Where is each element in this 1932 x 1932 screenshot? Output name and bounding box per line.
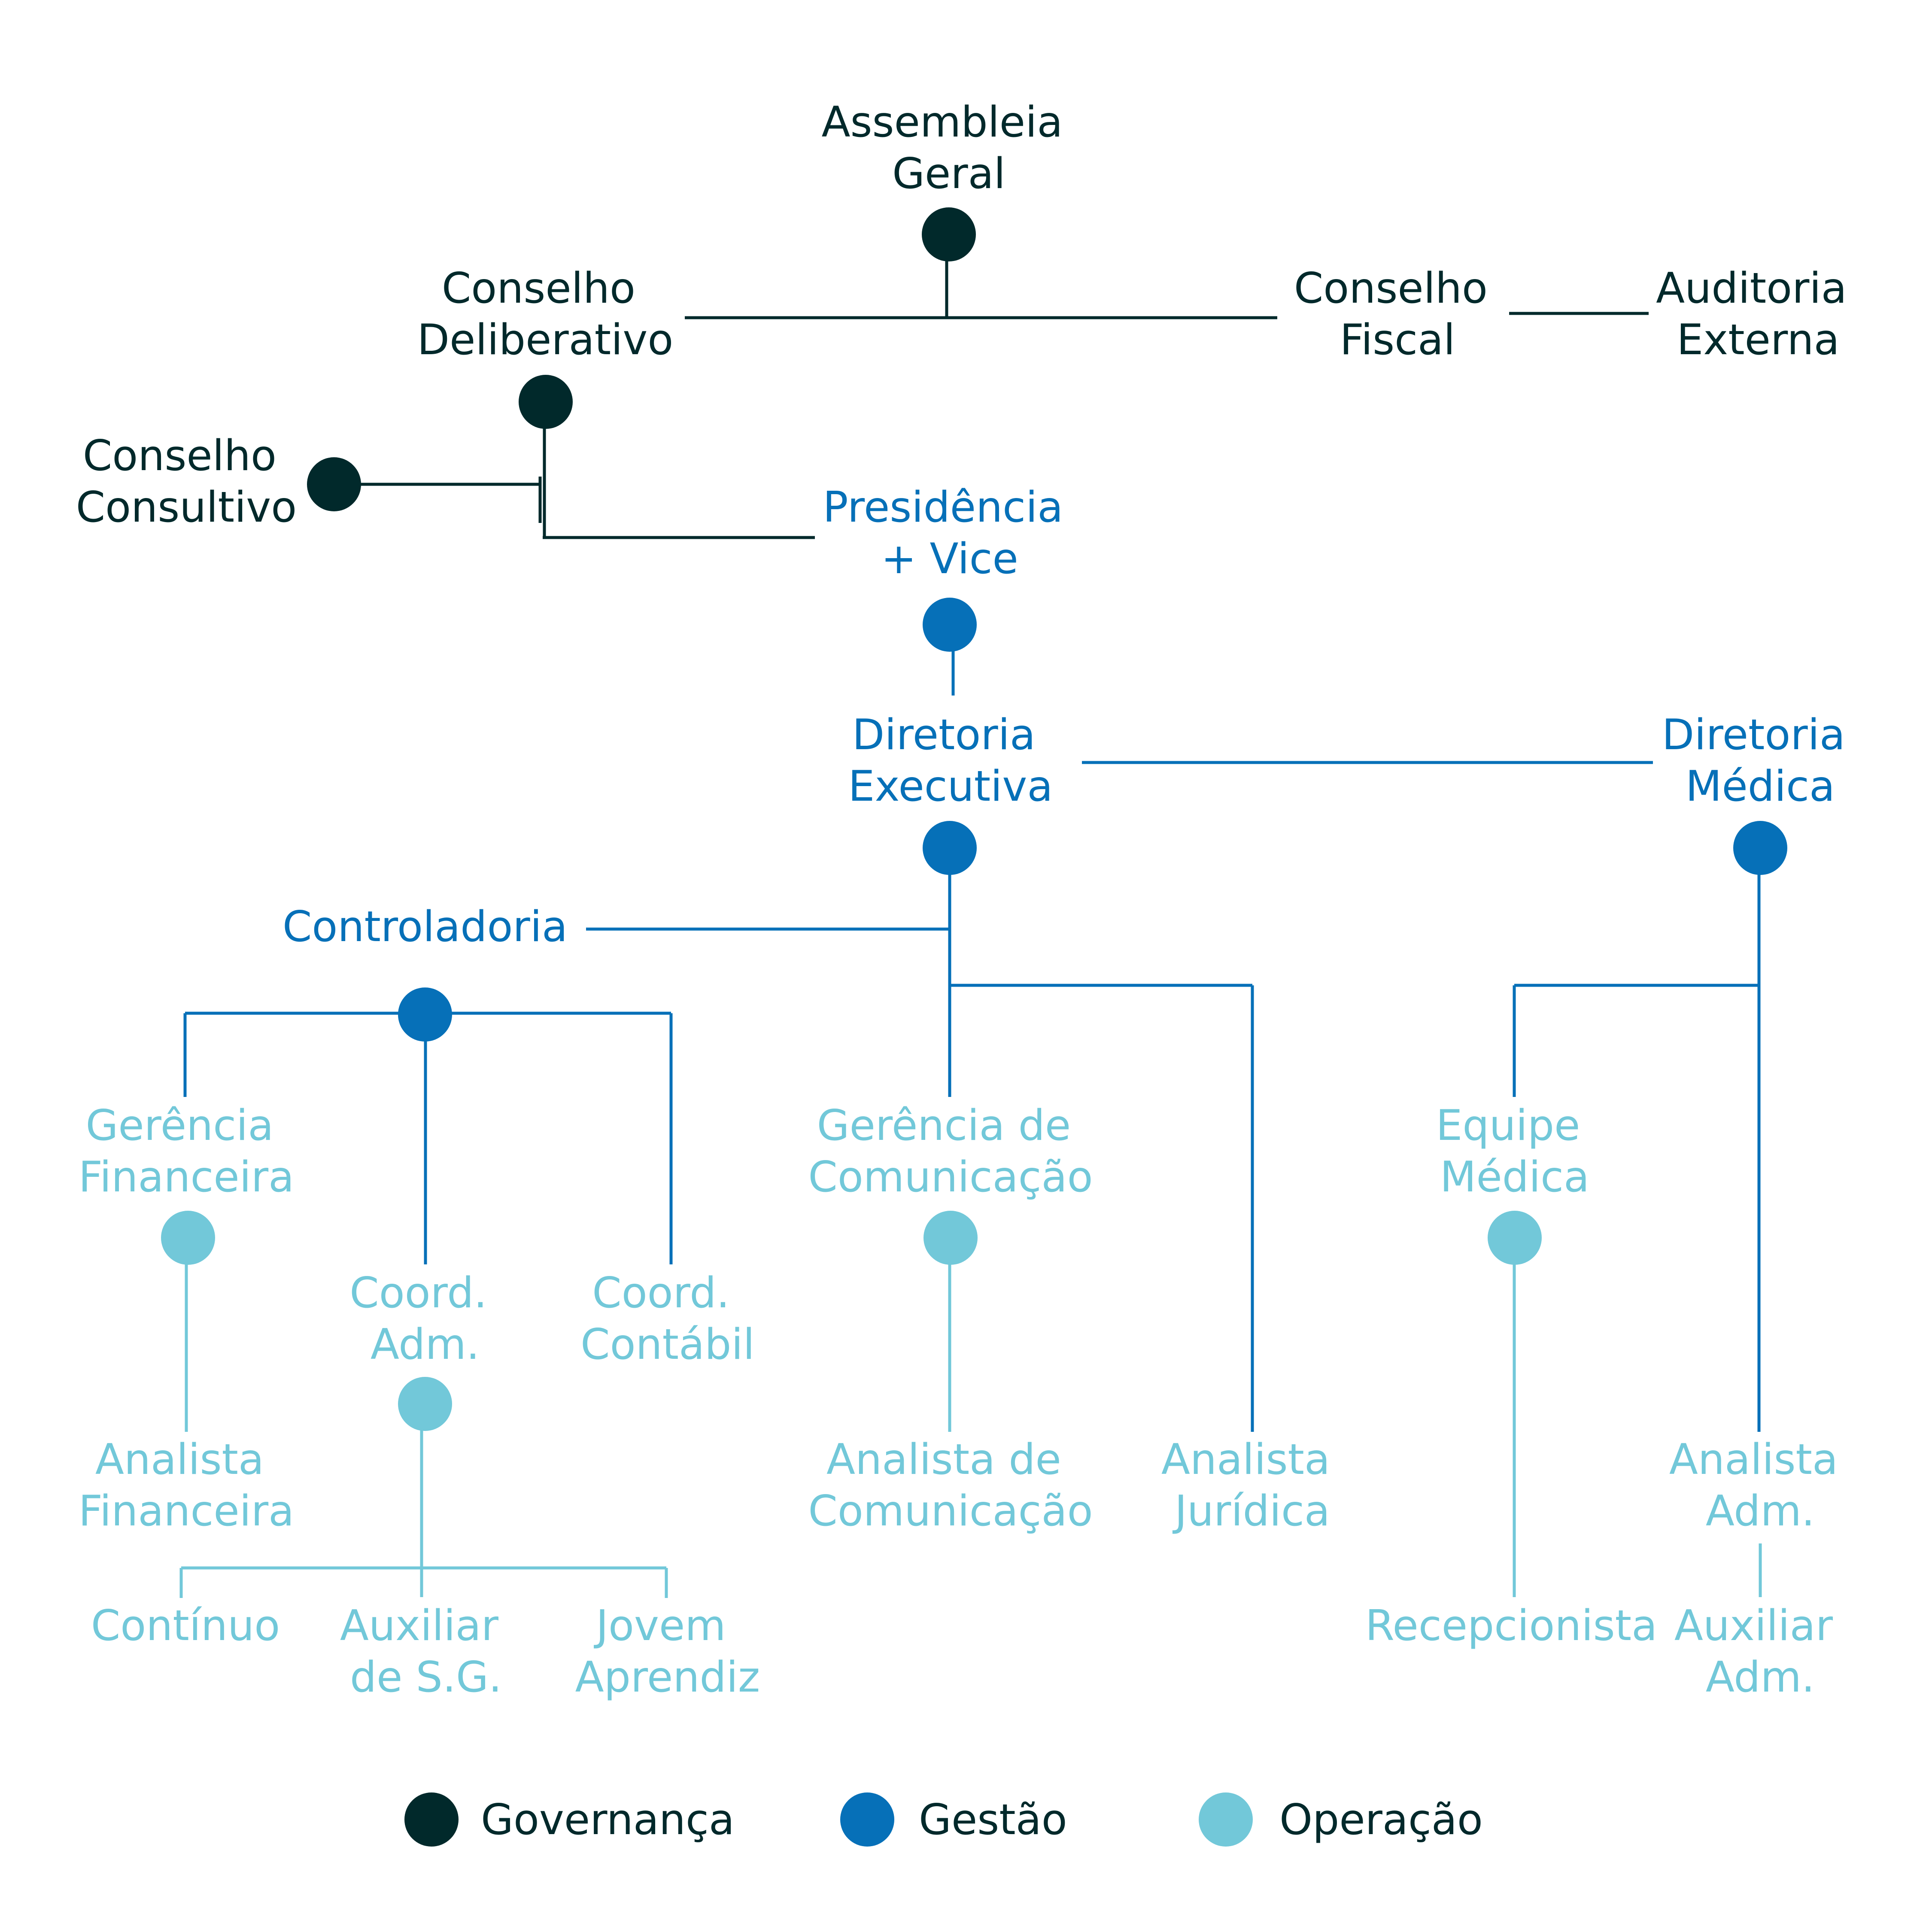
label-analista-financeira: Analista Financeira [79,1435,295,1536]
label-line: Consultivo [76,483,297,532]
node-dots [161,207,1787,1431]
label-line: Equipe [1436,1101,1580,1150]
label-analista-comunicacao: Analista de Comunicação [808,1435,1093,1536]
label-line: Médica [1686,762,1835,811]
label-line: + Vice [881,535,1018,583]
label-coord-contabil: Coord. Contábil [580,1269,755,1369]
node-dot-gerencia-comunicacao [923,1211,978,1265]
label-line: Coord. [592,1269,729,1318]
label-gerencia-comunicacao: Gerência de Comunicação [808,1101,1093,1202]
label-diretoria-medica: Diretoria Médica [1662,711,1859,811]
label-line: Analista [95,1435,264,1484]
node-dot-conselho-deliberativo [519,375,573,429]
label-line: Fiscal [1340,316,1455,365]
label-auxiliar-sg: Auxiliar de S.G. [340,1601,512,1702]
node-dot-diretoria-executiva [923,821,977,875]
label-line: Comunicação [808,1487,1093,1536]
node-dot-controladoria [398,987,452,1042]
label-conselho-fiscal: Conselho Fiscal [1294,264,1501,365]
label-line: Comunicação [808,1153,1093,1202]
label-line: Recepcionista [1365,1601,1657,1650]
label-line: Médica [1440,1153,1589,1202]
node-dot-assembleia [922,207,976,261]
label-line: Geral [892,149,1005,198]
label-line: Conselho [442,264,635,313]
node-dot-presidencia [923,598,977,652]
legend-dot-gestao [840,1792,894,1847]
legend-label-operacao: Operação [1279,1795,1483,1844]
label-auditoria-externa: Auditoria Externa [1656,264,1860,365]
label-line: Adm. [1706,1487,1815,1536]
label-line: Jurídica [1172,1487,1330,1536]
label-line: Adm. [371,1320,480,1369]
label-line: Gerência [85,1101,273,1150]
label-equipe-medica: Equipe Médica [1436,1101,1593,1202]
label-line: Conselho [83,431,276,480]
label-line: Executiva [848,762,1053,811]
operation-connectors [179,1254,1762,1598]
node-dot-coord-adm [398,1377,452,1431]
label-analista-adm: Analista Adm. [1669,1435,1851,1536]
legend-dot-governanca [404,1792,459,1847]
label-line: Externa [1677,316,1839,365]
label-line: Contínuo [91,1601,280,1650]
legend-dot-operacao [1199,1792,1253,1847]
node-dot-diretoria-medica [1733,821,1787,875]
label-line: Financeira [79,1487,295,1536]
label-recepcionista: Recepcionista [1365,1601,1657,1650]
label-line: Gerência de [817,1101,1071,1150]
label-presidencia-vice: Presidência + Vice [823,483,1076,583]
label-auxiliar-adm: Auxiliar Adm. [1674,1601,1846,1702]
label-line: Analista [1669,1435,1838,1484]
label-controladoria: Controladoria [283,902,568,951]
label-line: Contábil [580,1320,755,1369]
label-line: Diretoria [852,711,1036,759]
label-diretoria-executiva: Diretoria Executiva [848,711,1053,811]
label-assembleia-geral: Assembleia Geral [821,98,1076,198]
label-line: Assembleia [821,98,1063,147]
label-line: Controladoria [283,902,568,951]
label-conselho-deliberativo: Conselho Deliberativo [417,264,674,365]
label-line: Analista de [826,1435,1061,1484]
label-line: Adm. [1706,1653,1815,1702]
label-analista-juridica: Analista Jurídica [1161,1435,1343,1536]
node-dot-gerencia-financeira [161,1211,215,1265]
label-line: Auxiliar [340,1601,499,1650]
label-line: Financeira [79,1153,295,1202]
label-jovem-aprendiz: Jovem Aprendiz [575,1601,760,1702]
node-dot-equipe-medica [1488,1211,1542,1265]
label-continuo: Contínuo [91,1601,280,1650]
legend: Governança Gestão Operação [404,1792,1483,1847]
label-line: Jovem [593,1601,726,1650]
label-line: de S.G. [350,1653,502,1702]
label-conselho-consultivo: Conselho Consultivo [76,431,297,532]
label-gerencia-financeira: Gerência Financeira [79,1101,295,1202]
label-line: Auxiliar [1674,1601,1833,1650]
label-line: Diretoria [1662,711,1845,759]
node-labels: Assembleia Geral Conselho Deliberativo C… [76,98,1860,1702]
label-line: Aprendiz [575,1653,760,1702]
label-coord-adm: Coord. Adm. [349,1269,500,1369]
label-line: Auditoria [1656,264,1847,313]
label-line: Coord. [349,1269,487,1318]
label-line: Conselho [1294,264,1488,313]
label-line: Analista [1161,1435,1330,1484]
label-line: Deliberativo [417,316,674,365]
label-line: Presidência [823,483,1063,532]
node-dot-conselho-consultivo [307,457,361,511]
legend-label-gestao: Gestão [919,1795,1067,1844]
legend-label-governanca: Governança [481,1795,735,1844]
